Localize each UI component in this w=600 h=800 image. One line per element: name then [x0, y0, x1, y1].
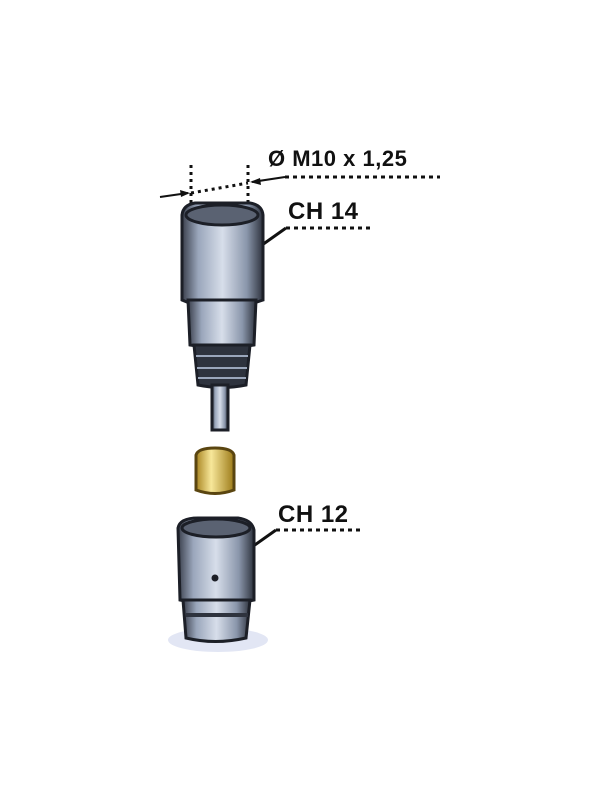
ch14-label: CH 14 — [288, 198, 359, 225]
thread-spec-label: Ø M10 x 1,25 — [268, 146, 408, 171]
ch12-leader — [251, 528, 362, 549]
ch12-label: CH 12 — [278, 501, 349, 528]
lower-fitting — [168, 516, 268, 652]
thread-dimension — [159, 165, 440, 212]
ch14-leader — [261, 226, 372, 247]
brass-olive — [194, 446, 236, 495]
upper-fitting — [180, 201, 265, 432]
